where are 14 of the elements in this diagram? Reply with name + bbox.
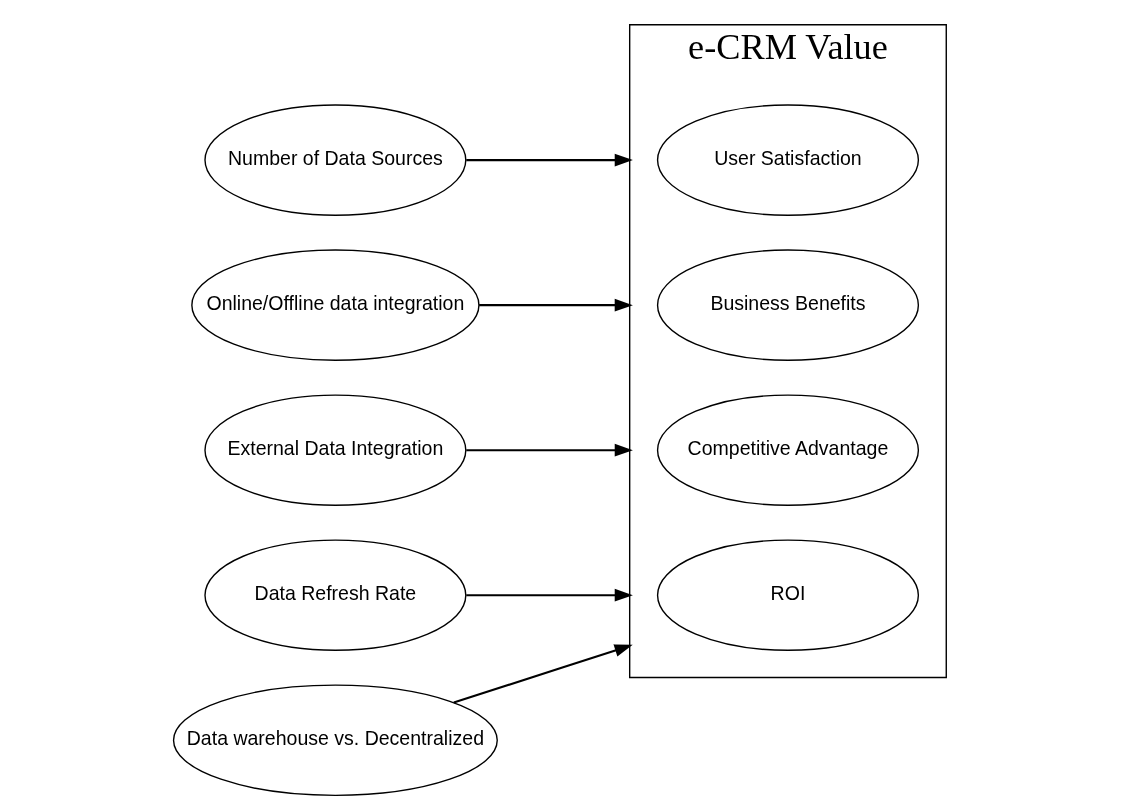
- node-ellipse: Data Refresh Rate: [204, 539, 467, 651]
- arrow: [466, 153, 633, 167]
- node-ellipse: External Data Integration: [204, 394, 467, 506]
- node-ellipse: Online/Offline data integration: [191, 249, 480, 361]
- node-ellipse: Data warehouse vs. Decentralized: [172, 684, 498, 797]
- node-ellipse: ROI: [656, 539, 920, 651]
- arrow: [466, 588, 633, 602]
- node-ellipse: Competitive Advantage: [656, 394, 920, 506]
- arrow: [479, 298, 633, 312]
- arrow: [453, 644, 633, 704]
- node-ellipse: User Satisfaction: [656, 104, 920, 216]
- node-ellipse: Business Benefits: [656, 249, 920, 361]
- arrow: [466, 443, 633, 457]
- node-ellipse: Number of Data Sources: [204, 104, 467, 216]
